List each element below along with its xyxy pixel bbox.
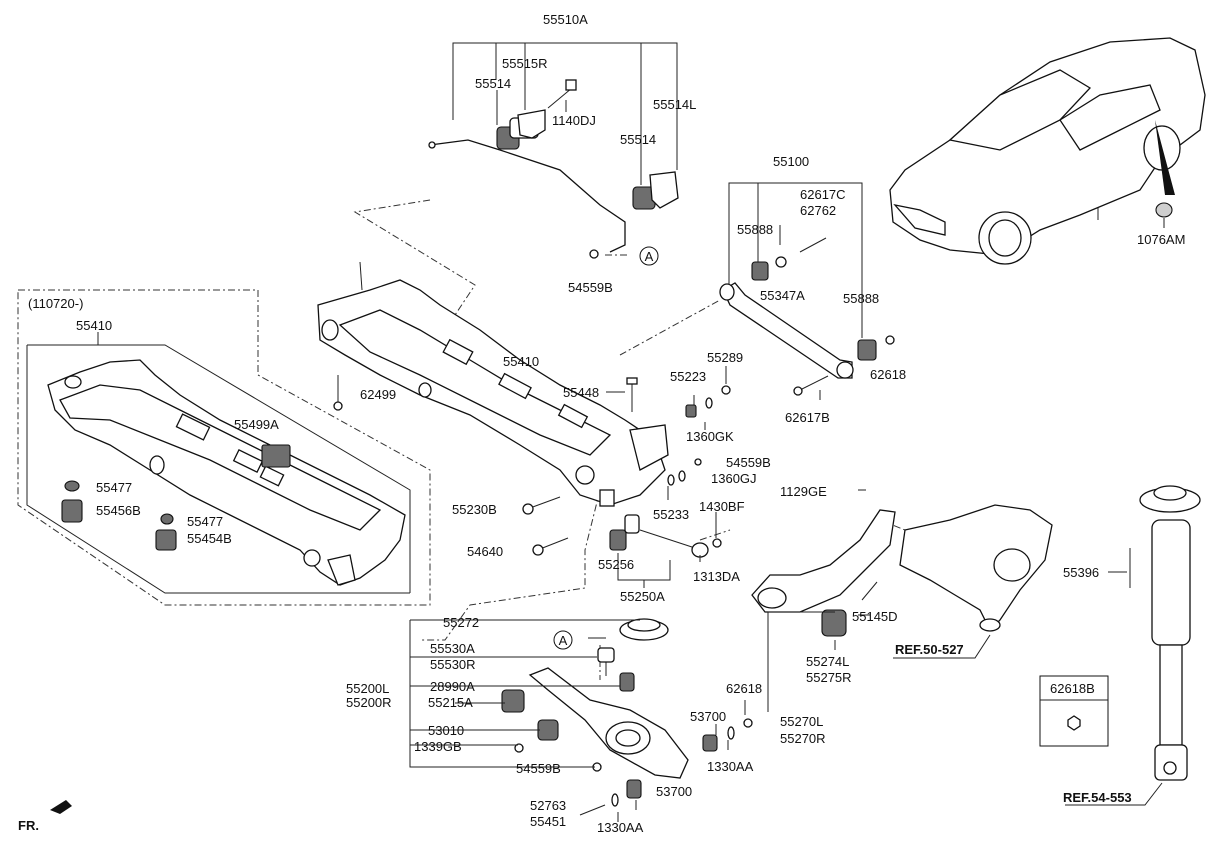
- svg-text:A: A: [559, 633, 568, 648]
- upper-arm-55100: [719, 237, 895, 396]
- label-55454B: 55454B: [187, 531, 232, 546]
- bushing-55514-right: [632, 171, 679, 210]
- label-55256: 55256: [598, 557, 634, 572]
- label-55289: 55289: [707, 350, 743, 365]
- label-28990A: 28990A: [430, 679, 475, 694]
- label-62762: 62762: [800, 203, 836, 218]
- label-55477: 55477: [187, 514, 223, 529]
- label-1360GJ: 1360GJ: [711, 471, 757, 486]
- label-ref-54-553: REF.54-553: [1063, 790, 1132, 805]
- label-62617C: 62617C: [800, 187, 846, 202]
- label-1330AA: 1330AA: [707, 759, 754, 774]
- label-55410: 55410: [76, 318, 112, 333]
- label-55514: 55514: [475, 76, 511, 91]
- label-55200L: 55200L: [346, 681, 389, 696]
- label-55215A: 55215A: [428, 695, 473, 710]
- label-1076AM: 1076AM: [1137, 232, 1185, 247]
- part-labels: 55510A 55515R 55514 1140DJ 55514L 55514 …: [28, 12, 1185, 835]
- link-55530: [588, 637, 615, 676]
- label-55100: 55100: [773, 154, 809, 169]
- lower-arm-55200: [501, 618, 753, 816]
- label-1360GK: 1360GK: [686, 429, 734, 444]
- label-1339GB: 1339GB: [414, 739, 462, 754]
- label-54559B: 54559B: [726, 455, 771, 470]
- label-55888: 55888: [737, 222, 773, 237]
- svg-text:A: A: [645, 249, 654, 264]
- label-55510A: 55510A: [543, 12, 588, 27]
- label-55233: 55233: [653, 507, 689, 522]
- label-55250A: 55250A: [620, 589, 665, 604]
- label-55477: 55477: [96, 480, 132, 495]
- stabilizer-bar-group: [428, 79, 679, 259]
- label-55530A: 55530A: [430, 641, 475, 656]
- bolt-1140DJ: [547, 79, 577, 109]
- label-55410: 55410: [503, 354, 539, 369]
- label-62618: 62618: [726, 681, 762, 696]
- label-55888: 55888: [843, 291, 879, 306]
- label-55270R: 55270R: [780, 731, 826, 746]
- toe-link-55250A: [609, 514, 722, 558]
- label-53700: 53700: [690, 709, 726, 724]
- label-55270L: 55270L: [780, 714, 823, 729]
- label-55274L: 55274L: [806, 654, 849, 669]
- label-55347A: 55347A: [760, 288, 805, 303]
- label-54640: 54640: [467, 544, 503, 559]
- car-illustration: [889, 37, 1206, 265]
- leader-lines: [26, 42, 1165, 822]
- knuckle: [899, 504, 1053, 632]
- shock-absorber-55396: [1129, 485, 1201, 781]
- label-62618B: 62618B: [1050, 681, 1095, 696]
- label-62499: 62499: [360, 387, 396, 402]
- label-1140DJ: 1140DJ: [552, 113, 596, 128]
- label-55396: 55396: [1063, 565, 1099, 580]
- label-55514: 55514: [620, 132, 656, 147]
- label-54559B: 54559B: [568, 280, 613, 295]
- label-55230B: 55230B: [452, 502, 497, 517]
- label-1313DA: 1313DA: [693, 569, 740, 584]
- label-55275R: 55275R: [806, 670, 852, 685]
- label-110720: (110720-): [28, 296, 83, 311]
- label-62617B: 62617B: [785, 410, 830, 425]
- label-55145D: 55145D: [852, 609, 898, 624]
- center-hardware: [522, 377, 731, 556]
- label-55272: 55272: [443, 615, 479, 630]
- label-52763: 52763: [530, 798, 566, 813]
- stabilizer-bar: [429, 139, 626, 253]
- circle-a-marker-2: A: [553, 630, 573, 650]
- part-box-62618B: [1039, 675, 1109, 747]
- label-55515R: 55515R: [502, 56, 548, 71]
- label-55448: 55448: [563, 385, 599, 400]
- label-55514L: 55514L: [653, 97, 696, 112]
- label-1129GE: 1129GE: [780, 484, 827, 499]
- variant-bushings: [61, 480, 177, 551]
- label-55499A: 55499A: [234, 417, 279, 432]
- nut-54559B-top: [589, 249, 599, 259]
- arrow-1076AM: [1155, 120, 1175, 195]
- crossmember-main: [317, 261, 669, 507]
- label-1330AA: 1330AA: [597, 820, 644, 835]
- svg-text:FR.: FR.: [18, 818, 39, 833]
- label-55456B: 55456B: [96, 503, 141, 518]
- label-55223: 55223: [670, 369, 706, 384]
- label-1430BF: 1430BF: [699, 499, 745, 514]
- bracket-55499A: [261, 444, 291, 468]
- bracket-55515R: [517, 109, 546, 139]
- crossmember-variant: [47, 359, 406, 586]
- circle-a-marker-1: A: [639, 246, 659, 266]
- front-direction-indicator: FR.: [18, 800, 72, 833]
- label-62618: 62618: [870, 367, 906, 382]
- label-55451: 55451: [530, 814, 566, 829]
- bolt-62499: [333, 375, 343, 411]
- label-54559B: 54559B: [516, 761, 561, 776]
- assist-arm-55270: [751, 509, 896, 637]
- label-53700: 53700: [656, 784, 692, 799]
- label-53010: 53010: [428, 723, 464, 738]
- label-55200R: 55200R: [346, 695, 392, 710]
- label-55530R: 55530R: [430, 657, 476, 672]
- label-ref-50-527: REF.50-527: [895, 642, 964, 657]
- front-arrow-icon: [50, 800, 72, 814]
